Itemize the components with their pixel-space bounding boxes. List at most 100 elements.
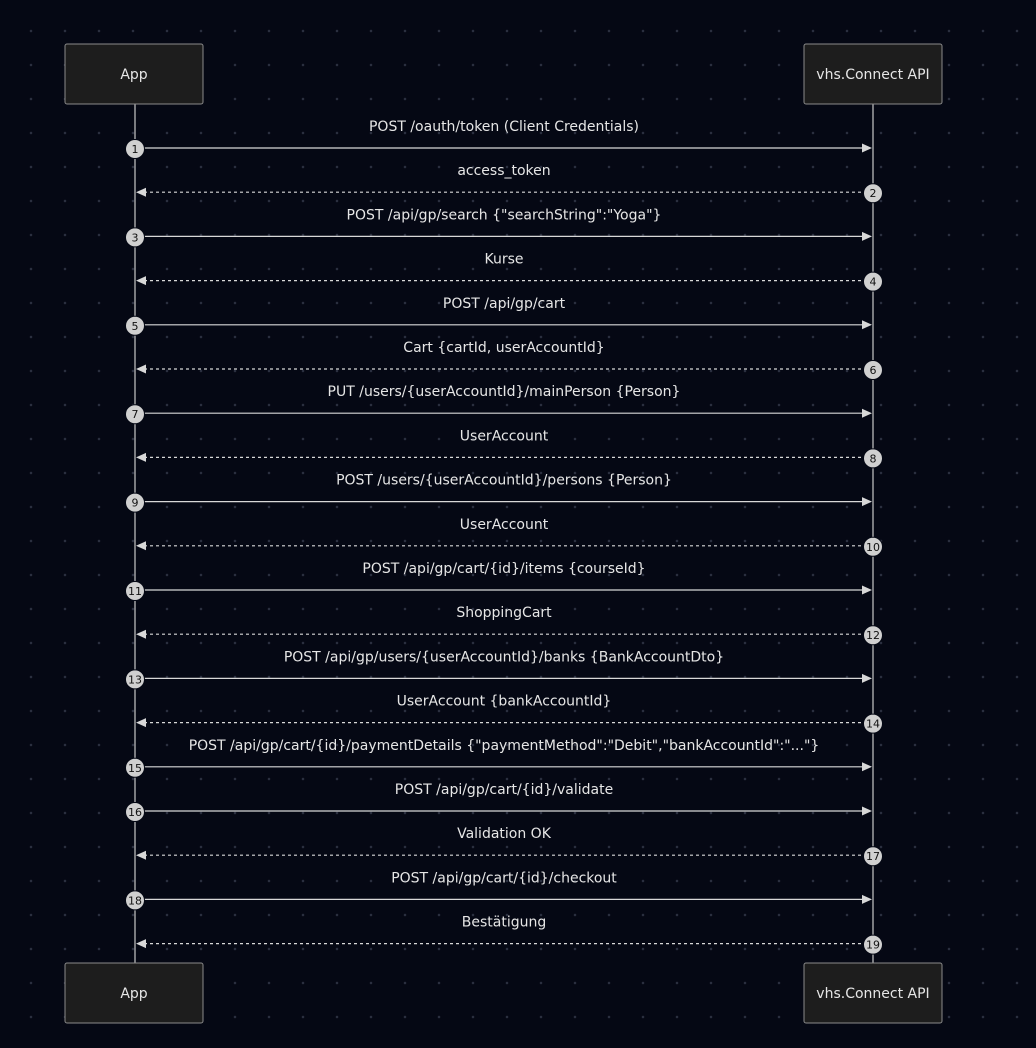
sequence-number-badge [863,934,883,955]
sequence-number: 8 [870,452,877,465]
message-label: access_token [457,163,550,179]
message-3: POST /api/gp/search {"searchString":"Yog… [125,207,872,248]
sequence-number: 2 [870,187,877,200]
message-16: POST /api/gp/cart/{id}/validate 16 [125,782,872,822]
sequence-number-badge [863,625,883,646]
sequence-number: 3 [132,231,139,244]
sequence-number-badge [125,492,145,513]
message-label: POST /api/gp/cart/{id}/items {courseId} [362,561,645,577]
message-4: Kurse 4 [136,252,883,292]
message-label: POST /users/{userAccountId}/persons {Per… [336,473,672,489]
message-label: UserAccount {bankAccountId} [397,694,612,710]
sequence-number: 15 [128,762,142,775]
sequence-number: 9 [132,497,139,510]
sequence-number-badge [125,802,145,822]
sequence-number: 12 [866,629,880,642]
sequence-number: 16 [128,806,142,819]
message-label: PUT /users/{userAccountId}/mainPerson {P… [328,384,681,400]
message-10: UserAccount 10 [136,517,883,557]
actor-box [64,43,204,105]
message-14: UserAccount {bankAccountId} 14 [136,694,883,734]
message-label: UserAccount [460,517,549,533]
message-label: POST /api/gp/cart/{id}/checkout [391,870,617,886]
message-8: UserAccount 8 [136,428,883,469]
message-label: ShoppingCart [456,605,552,621]
arrowhead [136,629,146,639]
sequence-number-badge [125,315,145,336]
message-label: Cart {cartId, userAccountId} [403,340,604,356]
sequence-number: 1 [132,143,139,156]
sequence-number-badge [863,183,883,204]
sequence-number-badge [863,713,883,734]
arrowhead [136,850,146,860]
arrowhead [862,497,872,507]
arrowhead [136,718,146,728]
arrowhead [862,894,872,904]
actor-label: App [120,986,147,1002]
arrowhead [136,939,146,949]
message-12: ShoppingCart 12 [136,605,883,646]
messages: POST /oauth/token (Client Credentials)1a… [125,119,883,955]
arrowhead [862,806,872,816]
sequence-number: 4 [870,276,877,289]
sequence-number: 14 [866,718,880,731]
sequence-number: 6 [870,364,877,377]
actor-label: App [120,67,147,83]
arrowhead [136,276,146,286]
arrowhead [136,187,146,197]
message-13: POST /api/gp/users/{userAccountId}/banks… [125,649,872,690]
arrowhead [136,452,146,462]
message-label: Validation OK [457,826,552,842]
message-1: POST /oauth/token (Client Credentials)1 [125,119,872,159]
actor-api-bottom: vhs.Connect API [803,962,943,1024]
sequence-number-badge [863,271,883,292]
message-label: Bestätigung [462,915,546,931]
sequence-number-badge [863,448,883,469]
sequence-number-badge [863,846,883,867]
arrowhead [862,320,872,330]
sequence-number-badge [863,536,883,557]
message-label: POST /api/gp/search {"searchString":"Yog… [347,207,662,223]
message-6: Cart {cartId, userAccountId} 6 [136,340,883,380]
sequence-number-badge [125,890,145,911]
arrowhead [862,762,872,772]
actor-label: vhs.Connect API [816,986,929,1002]
arrowhead [136,364,146,374]
arrowhead [136,541,146,551]
actor-api-top: vhs.Connect API [803,43,943,105]
sequence-number: 10 [866,541,880,554]
arrowhead [862,585,872,595]
sequence-number-badge [125,669,145,690]
sequence-number: 13 [128,673,142,686]
message-label: POST /api/gp/cart/{id}/validate [395,782,613,798]
arrowhead [862,143,872,153]
sequence-number: 17 [866,850,880,863]
sequence-number: 7 [132,408,139,421]
message-11: POST /api/gp/cart/{id}/items {courseId} 1… [125,561,872,601]
actor-label: vhs.Connect API [816,67,929,83]
actor-box [64,962,204,1024]
sequence-number: 11 [128,585,142,598]
message-label: POST /api/gp/cart [443,296,566,312]
arrowhead [862,231,872,241]
message-label: POST /api/gp/users/{userAccountId}/banks… [284,649,724,665]
message-label: UserAccount [460,428,549,444]
message-15: POST /api/gp/cart/{id}/paymentDetails {"… [125,738,872,778]
message-label: Kurse [484,252,523,268]
arrowhead [862,408,872,418]
message-18: POST /api/gp/cart/{id}/checkout 18 [125,870,872,911]
message-2: access_token 2 [136,163,883,204]
arrowhead [862,673,872,683]
sequence-number-badge [125,227,145,248]
actor-app-bottom: App [64,962,204,1024]
sequence-number-badge [125,581,145,601]
sequence-number-badge [125,404,145,425]
sequence-number-badge [125,139,145,159]
message-9: POST /users/{userAccountId}/persons {Per… [125,473,872,513]
message-17: Validation OK 17 [136,826,883,867]
message-label: POST /api/gp/cart/{id}/paymentDetails {"… [189,738,820,754]
sequence-number: 18 [128,894,142,907]
